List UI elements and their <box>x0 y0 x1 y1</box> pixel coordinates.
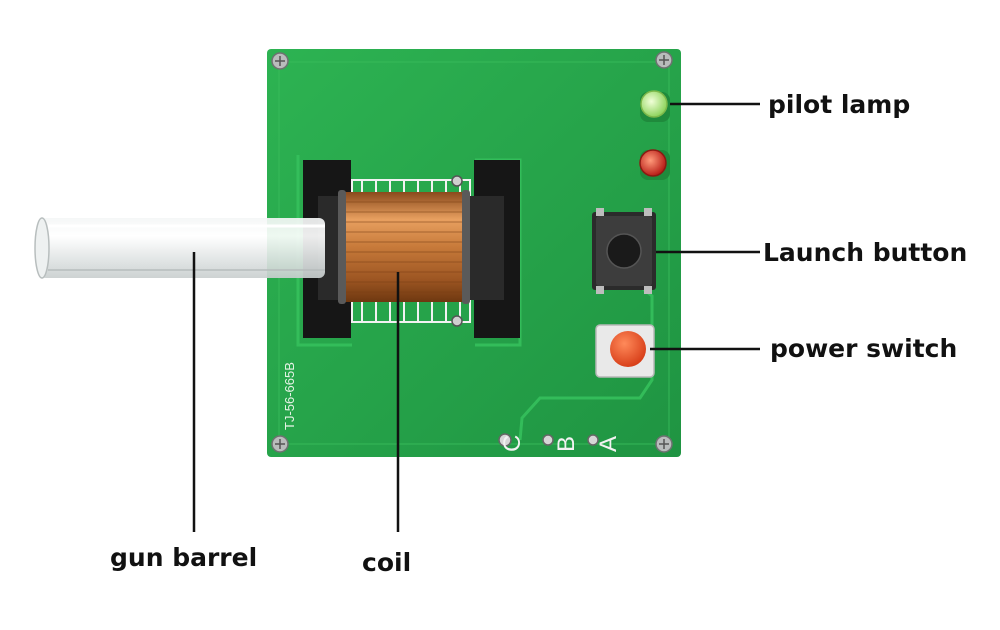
glass-tube <box>34 217 325 279</box>
launch-button-label: Launch button <box>763 238 968 267</box>
power-switch[interactable] <box>595 324 655 378</box>
copper-coil <box>338 190 470 304</box>
launch-button[interactable] <box>592 208 656 294</box>
pin-label-a: A <box>595 436 622 452</box>
pin-b-pad <box>542 434 554 446</box>
pin-label-c: C <box>499 435 526 452</box>
screw-icon <box>271 435 289 453</box>
pin-label-b: B <box>553 436 580 452</box>
pin-a-pad <box>587 434 599 446</box>
screw-icon <box>655 51 673 69</box>
coil-holder-right <box>464 160 520 338</box>
screw-icon <box>271 52 289 70</box>
callout-lines <box>192 102 760 532</box>
pilot-lamp-led <box>640 90 670 122</box>
board-model-code: TJ-56-665B <box>282 362 297 430</box>
coil-label: coil <box>362 548 412 577</box>
screw-icon <box>655 435 673 453</box>
red-led <box>639 149 670 180</box>
power-switch-label: power switch <box>770 334 958 363</box>
pin-pads: C B A <box>498 433 622 452</box>
gun-barrel-label: gun barrel <box>110 543 258 572</box>
mounting-screws <box>271 51 673 453</box>
pin-c-pad <box>498 433 512 447</box>
pilot-lamp-label: pilot lamp <box>768 90 911 119</box>
